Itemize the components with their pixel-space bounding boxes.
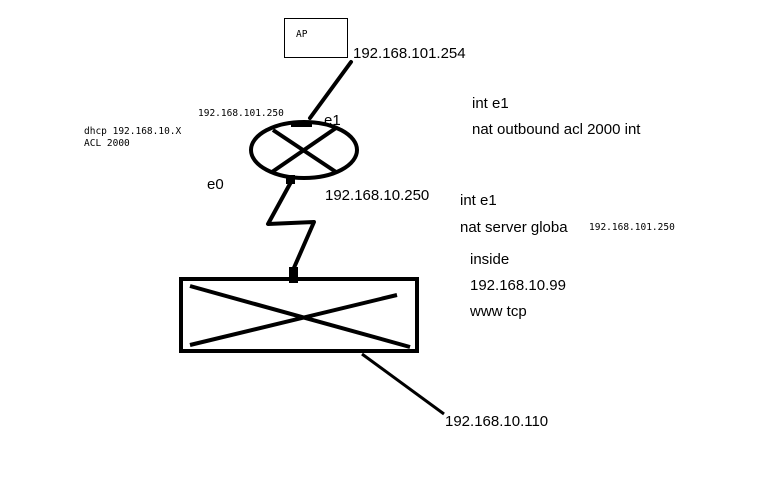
- server-config-global-ip: 192.168.101.250: [589, 222, 675, 233]
- switch-cross-b: [189, 293, 398, 347]
- acl-note: ACL 2000: [84, 138, 130, 149]
- ap-ip-label: 192.168.101.254: [353, 45, 466, 62]
- switch-host-link: [361, 352, 445, 416]
- router-symbol: [249, 120, 359, 180]
- router-wan-ip-label: 192.168.101.250: [198, 108, 284, 119]
- server-config-line-1: int e1: [460, 192, 497, 209]
- router-switch-link: [266, 181, 316, 271]
- server-config-line-4: 192.168.10.99: [470, 277, 566, 294]
- router-lan-port: [286, 175, 295, 184]
- outbound-config-line-1: int e1: [472, 95, 509, 112]
- ap-router-link: [308, 60, 353, 120]
- router-lan-ip-label: 192.168.10.250: [325, 187, 430, 204]
- server-config-line-3: inside: [470, 251, 510, 268]
- outbound-config-line-2: nat outbound acl 2000 int: [472, 121, 641, 138]
- router-wan-interface-label: e1: [324, 112, 341, 129]
- switch-uplink-port: [289, 267, 298, 283]
- access-point-label: AP: [296, 29, 308, 40]
- access-point-box: AP: [284, 18, 348, 58]
- dhcp-note: dhcp 192.168.10.X: [84, 126, 182, 137]
- router-cross-b: [270, 126, 338, 174]
- server-config-line-2-prefix: nat server globa: [460, 219, 568, 236]
- host-ip-label: 192.168.10.110: [445, 413, 549, 430]
- router-lan-interface-label: e0: [207, 176, 224, 193]
- server-config-line-5: www tcp: [470, 303, 527, 320]
- switch-symbol: [179, 277, 419, 353]
